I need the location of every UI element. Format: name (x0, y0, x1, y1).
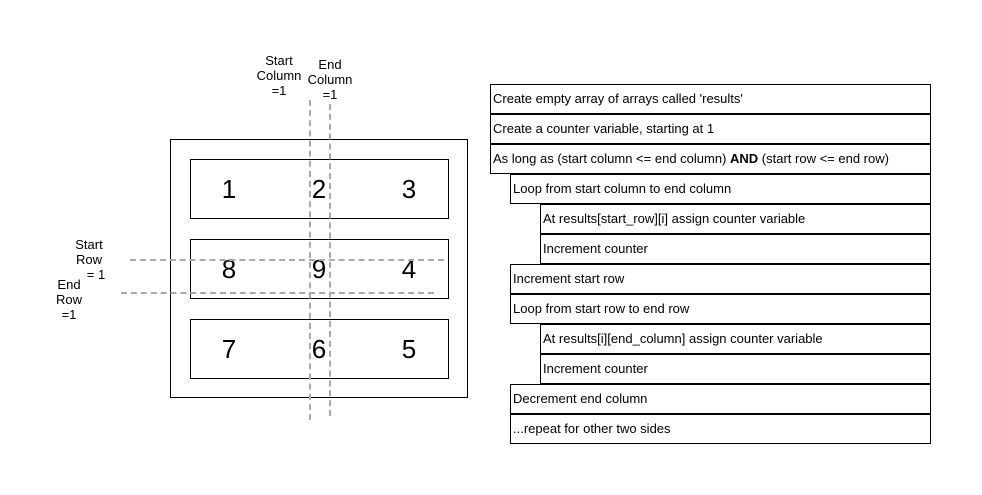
end-row-label: End Row =1 (46, 277, 92, 322)
end-column-label-line-1: End (318, 57, 342, 72)
matrix-cell-1-2: 4 (401, 254, 417, 284)
step-12-text: ...repeat for other two sides (513, 421, 671, 436)
matrix-cell-2-0: 7 (221, 334, 237, 364)
spiral-matrix-diagram: 1 2 3 8 9 4 7 6 5 Start Column =1 End Co… (0, 0, 480, 495)
step-6: Increment counter (540, 234, 931, 264)
matrix-cell-1-0: 8 (221, 254, 237, 284)
matrix-cell-1-1: 9 (311, 254, 327, 284)
start-row-line (130, 259, 444, 261)
end-row-line (121, 292, 434, 294)
end-row-label-line-3: =1 (61, 307, 77, 322)
step-4: Loop from start column to end column (510, 174, 931, 204)
matrix-cell-2-1: 6 (311, 334, 327, 364)
end-column-label-line-3: =1 (322, 87, 338, 102)
matrix-cell-0-0: 1 (221, 174, 237, 204)
start-row-label-line-2: Row (75, 252, 102, 267)
start-column-label-line-1: Start (265, 53, 293, 68)
step-7-text: Increment start row (513, 271, 625, 286)
step-10: Increment counter (540, 354, 931, 384)
step-4-text: Loop from start column to end column (513, 181, 732, 196)
matrix-row-1 (190, 239, 449, 299)
step-10-text: Increment counter (543, 361, 648, 376)
step-11-text: Decrement end column (513, 391, 648, 406)
start-row-label-line-1: Start (75, 237, 103, 252)
end-column-label-line-2: Column (307, 72, 353, 87)
end-row-label-line-2: Row (55, 292, 82, 307)
step-2: Create a counter variable, starting at 1 (490, 114, 931, 144)
step-8-text: Loop from start row to end row (513, 301, 690, 316)
matrix-cell-0-1: 2 (311, 174, 327, 204)
end-column-label: End Column =1 (300, 57, 360, 102)
matrix-cell-2-2: 5 (401, 334, 417, 364)
step-11: Decrement end column (510, 384, 931, 414)
matrix-row-2 (190, 319, 449, 379)
step-8: Loop from start row to end row (510, 294, 931, 324)
step-3-bold-operator: AND (730, 151, 759, 166)
step-3-text-before: As long as (start column <= end column) (493, 151, 731, 166)
matrix-row-0 (190, 159, 449, 219)
start-row-label-line-3: = 1 (86, 267, 106, 282)
step-9: At results[i][end_column] assign counter… (540, 324, 931, 354)
step-5: At results[start_row][i] assign counter … (540, 204, 931, 234)
step-3-text-after: (start row <= end row) (758, 151, 889, 166)
step-12: ...repeat for other two sides (510, 414, 931, 444)
step-7: Increment start row (510, 264, 931, 294)
step-2-text: Create a counter variable, starting at 1 (493, 121, 715, 136)
step-1-text: Create empty array of arrays called 'res… (493, 91, 743, 106)
step-6-text: Increment counter (543, 241, 648, 256)
start-row-label: Start Row = 1 (64, 237, 114, 282)
step-3: As long as (start column <= end column) … (490, 144, 931, 174)
end-row-label-line-1: End (57, 277, 81, 292)
start-column-label: Start Column =1 (250, 53, 308, 98)
matrix-outer-border (170, 139, 468, 398)
step-5-text: At results[start_row][i] assign counter … (543, 211, 806, 226)
start-column-label-line-3: =1 (271, 83, 287, 98)
matrix-cell-0-2: 3 (401, 174, 417, 204)
start-column-label-line-2: Column (256, 68, 302, 83)
step-1: Create empty array of arrays called 'res… (490, 84, 931, 114)
step-9-text: At results[i][end_column] assign counter… (543, 331, 823, 346)
